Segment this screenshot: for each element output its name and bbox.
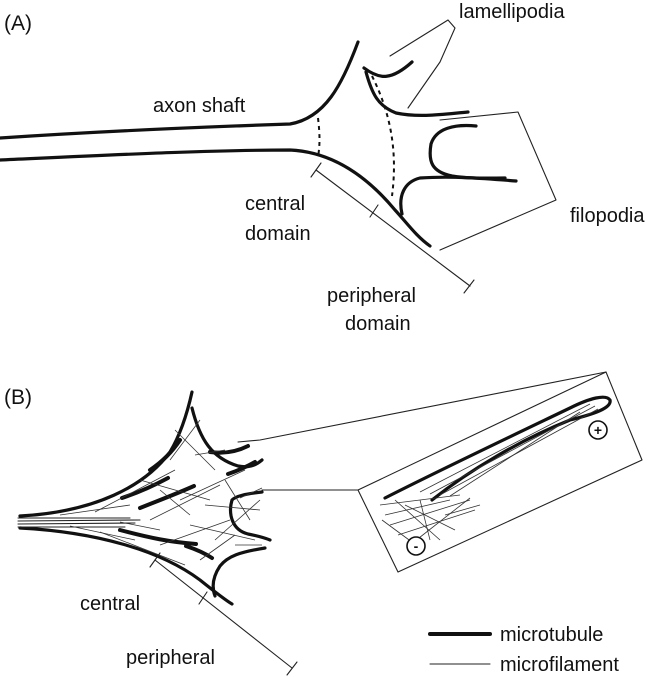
lamellipodia-box [389,19,456,109]
microtubule [118,528,198,546]
microfilament [394,499,441,541]
region-scale-bar [154,559,293,669]
microfilament [159,519,231,546]
filopodia-box [439,111,557,251]
panel-b-label: (B) [4,386,32,409]
region-scale-bar-tick-mid [198,591,208,605]
peripheral-label: peripheral [126,647,215,669]
microtubule [120,476,170,500]
microfilament [204,504,261,511]
axon-shaft-label: axon shaft [153,95,246,117]
microtubules-cone [118,438,257,560]
microfilament [419,403,591,493]
axon-bundle [17,517,141,528]
microfilament [404,504,456,531]
microfilament [99,531,186,566]
microfilament [189,524,256,541]
microfilament [199,534,236,561]
zoom-lines-b [237,371,607,491]
legend: microtubule microfilament [428,624,619,676]
microfilament [384,499,451,516]
legend-microtubule-label: microtubule [500,624,603,646]
microfilament [224,479,251,521]
microfilaments-cone [59,419,263,566]
domain-scale-bar-tick-mid [369,204,379,218]
minus-end-marker [406,536,426,556]
microfilament [239,487,263,499]
filopodium-inset: + - [357,371,643,573]
filopodium-outline [383,395,612,502]
cone-b-lower-edge [18,526,234,606]
panel-b: (B) [4,371,643,676]
microtubule [148,438,182,472]
minus-end-sign: - [414,538,419,554]
microtubule [226,460,257,476]
region-scale-bar-tick-end [286,661,298,676]
peripheral-domain-boundary [371,75,395,197]
cone-b-notch-mid [228,490,272,542]
legend-microfilament-label: microfilament [500,654,619,676]
microfilament [174,429,216,471]
microfilament [149,484,221,521]
plus-end-marker [588,420,608,440]
axon-bundle-line [17,522,136,525]
plus-end-sign: + [594,422,602,438]
central-label: central [80,593,140,615]
lower-lamellipodium-edge [399,175,518,216]
microfilament [389,499,471,526]
central-domain-label-line1: central [245,193,305,215]
microtubule [184,544,214,560]
microfilament [139,479,211,501]
domain-scale-bar-tick-start [310,162,322,178]
panel-a-label: (A) [4,12,32,35]
microfilament [194,449,226,456]
zoom-line-top [237,371,607,443]
microfilament [59,504,131,516]
panel-a: (A) lamellipodia axon shaft filopodia ce… [0,1,645,335]
cone-b-notch-upper [190,406,264,469]
lower-filopodium-edge [428,123,507,180]
microfilament [429,405,596,495]
domain-scale-bar [315,169,471,287]
microfilament [439,408,599,496]
filopodia-label: filopodia [570,205,645,227]
central-domain-boundary [317,117,321,158]
microfilament [119,521,161,531]
peripheral-domain-label-line2: domain [345,313,411,335]
central-domain-label-line2: domain [245,223,311,245]
axon-bundle-line [17,519,141,522]
lamellipodia-label: lamellipodia [459,1,565,23]
microfilament [397,509,476,536]
lamellipodium-upper-edge [362,60,414,78]
microtubule [208,444,250,455]
microfilament [214,499,261,541]
inset-box [357,371,643,573]
microfilament [444,504,481,516]
microtubule [138,484,196,510]
microfilament [94,469,176,513]
microfilament [419,499,431,541]
microfilament [159,489,191,516]
peripheral-domain-label-line1: peripheral [327,285,416,307]
cone-b-notch-lower [211,546,267,598]
growth-cone-outline-b [18,390,272,606]
microfilament [449,411,581,497]
axon-shaft-top-edge [0,40,360,140]
upper-filopodium-edge [364,70,470,118]
region-scale-bar-tick-start [149,552,161,568]
zoom-lines-a [389,19,557,251]
axon-shaft-bottom-edge [0,148,432,248]
growth-cone-outline-a [0,40,518,248]
domain-scale-bar-tick-end [463,279,475,294]
microfilament [179,469,246,501]
